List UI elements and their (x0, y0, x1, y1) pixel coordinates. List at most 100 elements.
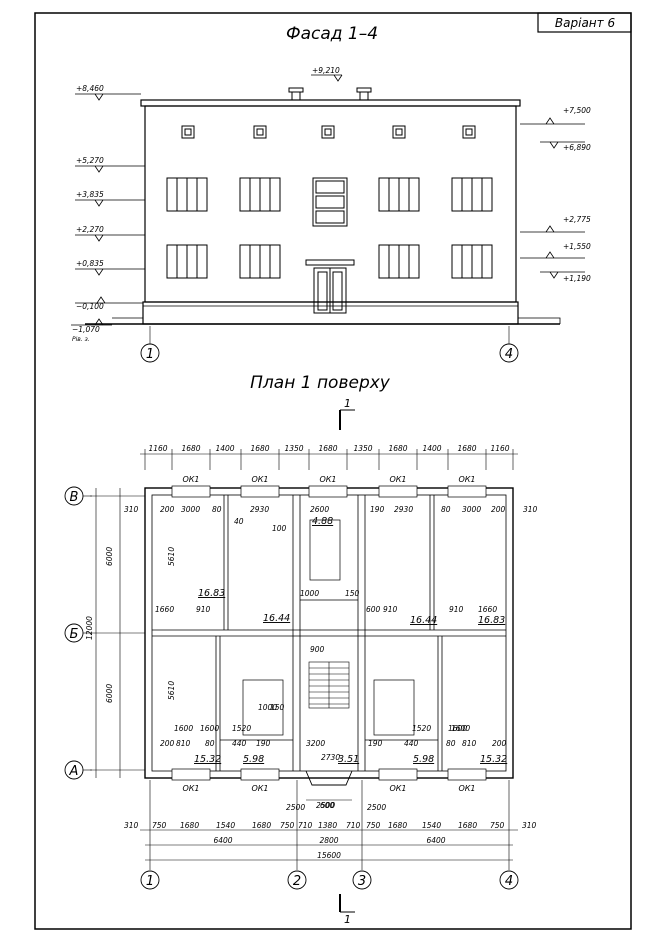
svg-text:1400: 1400 (215, 444, 234, 453)
axis-col-4: 4 (505, 874, 513, 889)
svg-text:1540: 1540 (216, 821, 235, 830)
svg-text:+2,270: +2,270 (76, 225, 104, 234)
svg-text:+3,835: +3,835 (76, 190, 104, 199)
svg-text:750: 750 (490, 821, 505, 830)
axis-row-B: Б (70, 627, 79, 642)
window-label: ОК1 (319, 475, 336, 484)
entrance-door (305, 259, 355, 314)
svg-text:1520: 1520 (412, 724, 431, 733)
svg-text:190: 190 (256, 739, 271, 748)
svg-text:190: 190 (370, 505, 385, 514)
svg-text:1350: 1350 (353, 444, 372, 453)
svg-text:5610: 5610 (167, 681, 176, 700)
top-windows (171, 485, 487, 498)
bottom-dimension-chain: 310 750 1680 1540 1680 750 710 1380 710 … (124, 780, 537, 870)
outer-walls (144, 487, 514, 786)
room-area: 16.83 (198, 588, 225, 599)
elevation-3835: +3,835 (75, 190, 145, 207)
svg-text:200: 200 (491, 505, 506, 514)
svg-text:2500: 2500 (367, 803, 386, 812)
elevation-top: +9,210 (311, 66, 343, 82)
facade: Фасад 1–4 +9,210 (71, 24, 591, 363)
elevation-minus-1070: −1,070 Рів. з. (71, 318, 112, 343)
svg-text:+0,835: +0,835 (76, 259, 104, 268)
axis-row-A: А (69, 764, 79, 779)
svg-text:1680: 1680 (180, 821, 199, 830)
svg-text:710: 710 (298, 821, 313, 830)
room-area: 16.83 (478, 615, 505, 626)
svg-text:2500: 2500 (286, 803, 305, 812)
room-area: 16.44 (263, 613, 290, 624)
cornice (140, 99, 521, 107)
svg-text:1350: 1350 (284, 444, 303, 453)
left-dim-total: 12000 (85, 616, 94, 640)
attic-windows (181, 125, 476, 139)
right-elevations: +7,500 +6,890 +2,775 +1,550 +1,190 (520, 106, 591, 283)
staircase (308, 661, 350, 709)
room-area: 5.98 (413, 754, 434, 765)
column-axes: 1 2 3 4 (140, 870, 519, 890)
svg-text:100: 100 (272, 524, 287, 533)
left-elevations: +8,460 +5,270 +3,835 +2,270 +0,835 −0,10… (71, 84, 145, 343)
svg-text:3200: 3200 (306, 739, 325, 748)
svg-text:3000: 3000 (462, 505, 481, 514)
svg-text:1160: 1160 (490, 444, 509, 453)
elevation-6890: +6,890 (540, 141, 591, 152)
svg-text:910: 910 (196, 605, 211, 614)
svg-text:1600: 1600 (448, 724, 467, 733)
elevation-8460: +8,460 (75, 84, 141, 101)
facade-axes: 1 4 (140, 326, 519, 363)
chimney-left (291, 91, 301, 101)
svg-text:1400: 1400 (422, 444, 441, 453)
svg-text:440: 440 (404, 739, 419, 748)
svg-text:+1,550: +1,550 (563, 242, 591, 251)
window-label: ОК1 (389, 475, 406, 484)
svg-text:2930: 2930 (250, 505, 269, 514)
room-area: 3.51 (338, 754, 359, 765)
svg-text:750: 750 (280, 821, 295, 830)
svg-text:15600: 15600 (317, 851, 341, 860)
bottom-windows (171, 768, 487, 781)
elevation-top-label: +9,210 (312, 66, 340, 75)
svg-text:2800: 2800 (319, 836, 338, 845)
first-floor-windows (166, 244, 493, 279)
left-dim-upper: 6000 (105, 547, 114, 566)
svg-text:1160: 1160 (148, 444, 167, 453)
svg-text:1000: 1000 (258, 703, 277, 712)
facade-axis-1: 1 (146, 347, 154, 362)
row-axes: В Б А (64, 486, 92, 780)
svg-text:−0,100: −0,100 (76, 302, 104, 311)
elevation-1190: +1,190 (540, 271, 591, 283)
svg-text:1680: 1680 (388, 444, 407, 453)
svg-text:1660: 1660 (155, 605, 174, 614)
chimney-right (359, 91, 369, 101)
svg-text:80: 80 (441, 505, 451, 514)
svg-text:150: 150 (270, 703, 285, 712)
svg-text:440: 440 (232, 739, 247, 748)
elevation-2775: +2,775 (520, 215, 591, 233)
floor-plan: План 1 поверху 1 1160 1680 1400 1680 135… (64, 373, 538, 926)
window-label: ОК1 (458, 475, 475, 484)
window-label: ОК1 (389, 784, 406, 793)
room-area: 5.98 (243, 754, 264, 765)
left-dimension-chain (90, 488, 145, 778)
room-areas: 16.83 16.44 4.88 16.44 16.83 15.32 5.98 … (194, 516, 507, 765)
svg-text:6400: 6400 (426, 836, 445, 845)
svg-text:600: 600 (320, 801, 335, 810)
elevation-1550: +1,550 (520, 242, 591, 259)
svg-text:1520: 1520 (232, 724, 251, 733)
svg-text:5610: 5610 (167, 547, 176, 566)
elevation-5270: +5,270 (75, 156, 145, 173)
elevation-0835: +0,835 (75, 259, 145, 276)
section-mark-bottom: 1 (339, 894, 355, 926)
svg-text:1600: 1600 (174, 724, 193, 733)
variant-label: Варіант 6 (555, 16, 616, 30)
window-label: ОК1 (458, 784, 475, 793)
interior-dimensions: 310 200 3000 80 2930 2600 190 2930 80 30… (124, 505, 538, 812)
svg-text:80: 80 (212, 505, 222, 514)
svg-text:+1,190: +1,190 (563, 274, 591, 283)
room-area: 4.88 (312, 516, 333, 527)
svg-text:1680: 1680 (250, 444, 269, 453)
variant-box: Варіант 6 (537, 12, 632, 33)
svg-text:2600: 2600 (310, 505, 329, 514)
